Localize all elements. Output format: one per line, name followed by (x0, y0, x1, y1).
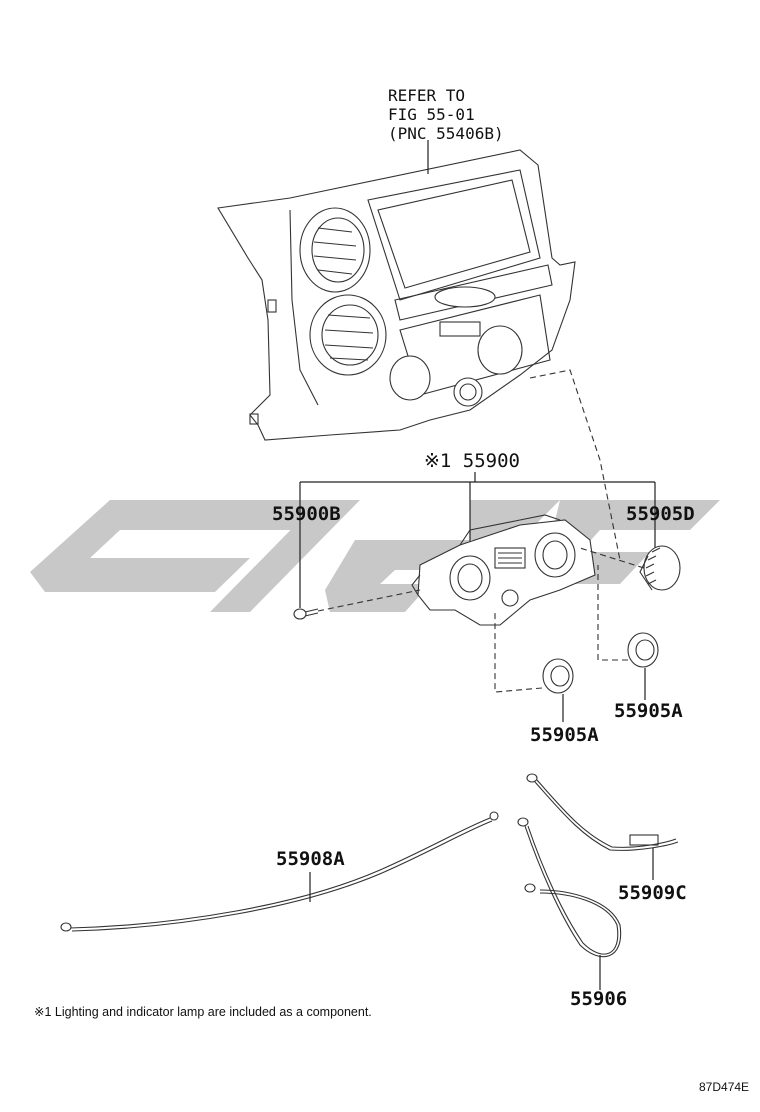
part-label-55908a: 55908A (276, 848, 345, 870)
part-label-55905a-right: 55905A (614, 700, 683, 722)
callout-ref-line3: (PNC 55406B) (388, 124, 504, 143)
knob-55905d (579, 545, 681, 591)
footnote: ※1 Lighting and indicator lamp are inclu… (34, 1005, 372, 1019)
figure-code: 87D474E (699, 1080, 750, 1094)
part-label-55906: 55906 (570, 988, 628, 1010)
dashboard-panel (217, 149, 576, 441)
knob-55905a-right (597, 565, 659, 700)
watermark-logo (30, 500, 720, 612)
cable-55908a (60, 811, 499, 932)
part-label-55909c: 55909C (618, 882, 687, 904)
cable-55909c (526, 773, 679, 880)
callout-ref-line2: FIG 55-01 (388, 105, 475, 124)
assembly-label: ※1 55900 (424, 450, 520, 472)
knob-55905a-center (494, 610, 574, 722)
assembly-bracket (299, 472, 656, 608)
cable-55906 (517, 817, 622, 990)
callout-ref-line1: REFER TO (388, 86, 466, 105)
part-label-55900b: 55900B (272, 503, 341, 525)
screw-55900b (293, 589, 421, 620)
part-label-55905a-center: 55905A (530, 724, 599, 746)
heater-control-assembly (411, 514, 596, 626)
part-label-55905d: 55905D (626, 503, 695, 525)
